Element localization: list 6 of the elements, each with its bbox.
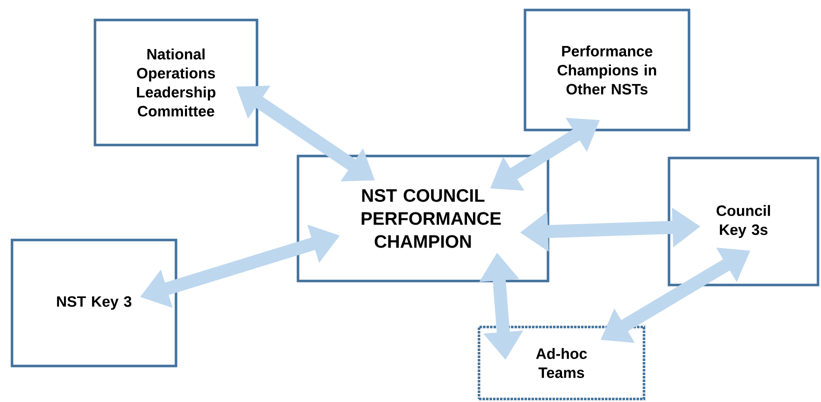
text-box: Council Key 3s [668,156,820,286]
text-box: NST COUNCIL PERFORMANCE CHAMPION [296,154,550,282]
text-box: NST Key 3 [10,238,178,368]
text-box: National Operations Leadership Committee [94,18,258,146]
text-box: Performance Champions in Other NSTs [524,8,690,132]
text-box: Ad-hoc Teams [478,326,646,400]
